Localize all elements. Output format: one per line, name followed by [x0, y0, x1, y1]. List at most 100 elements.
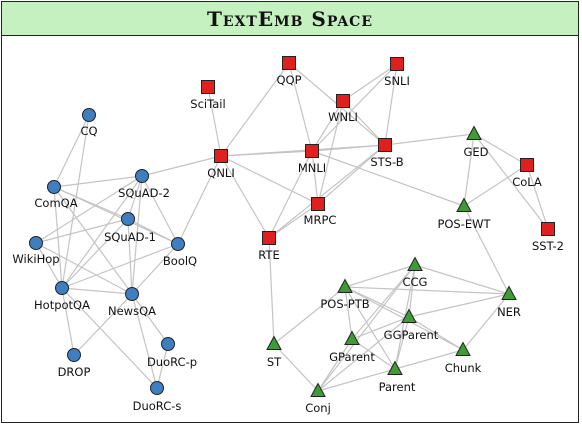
node-layer: CQComQASQuAD-2SQuAD-1BoolQWikiHopHotpotQ… — [12, 56, 564, 415]
edge-mnli-rte — [268, 150, 313, 239]
node-label: ComQA — [34, 196, 77, 210]
triangle-marker — [337, 278, 353, 293]
edge-squad-2-newsqa — [131, 175, 143, 295]
edge-mnli-mrpc — [311, 150, 319, 205]
node-label: DROP — [58, 365, 91, 379]
node-hotpotqa: HotpotQA — [34, 281, 90, 312]
edge-snli-mnli — [311, 63, 398, 152]
node-label: STS-B — [370, 155, 403, 169]
edge-st-conj — [273, 343, 319, 392]
edge-newsqa-duorc-s — [131, 293, 158, 389]
square-marker — [336, 94, 350, 108]
triangle-marker — [501, 285, 517, 300]
square-marker — [520, 158, 534, 172]
edge-parent-chunk — [394, 349, 464, 370]
edge-pos-ptb-ggparent — [344, 286, 410, 318]
edge-cola-sst-2 — [526, 164, 549, 230]
edge-squad-1-boolq — [127, 218, 179, 245]
node-drop: DROP — [58, 348, 91, 379]
edge-sts-b-rte — [268, 144, 386, 239]
square-marker — [262, 231, 276, 245]
edge-ggparent-gparent — [351, 316, 410, 340]
square-marker — [201, 80, 215, 94]
edge-boolq-newsqa — [131, 243, 179, 295]
edge-ggparent-chunk — [408, 316, 464, 351]
square-marker — [378, 138, 392, 152]
edge-ggparent-parent — [394, 316, 410, 370]
edge-wnli-mrpc — [317, 100, 344, 205]
edge-ner-ggparent — [408, 293, 510, 318]
edge-squad-1-hotpotqa — [61, 218, 129, 289]
node-mrpc: MRPC — [304, 197, 336, 227]
node-label: Conj — [305, 401, 331, 415]
edge-parent-conj — [317, 368, 396, 392]
node-label: SQuAD-2 — [118, 186, 170, 200]
square-marker — [390, 57, 404, 71]
node-label: QQP — [276, 73, 301, 87]
node-sts-b: STS-B — [370, 138, 404, 169]
edge-ccg-ggparent — [408, 264, 416, 318]
node-label: NER — [497, 305, 521, 319]
node-gparent: GParent — [329, 330, 375, 364]
node-label: GParent — [329, 350, 375, 364]
node-label: GGParent — [384, 328, 439, 342]
node-mnli: MNLI — [298, 144, 326, 175]
edge-wikihop-newsqa — [35, 242, 133, 295]
edge-mnli-sts-b — [311, 144, 386, 152]
node-label: SQuAD-1 — [104, 230, 156, 244]
edge-duorc-p-duorc-s — [156, 343, 169, 389]
node-qnli: QNLI — [207, 149, 235, 180]
node-ccg: CCG — [403, 256, 428, 289]
edge-mrpc-rte — [268, 203, 319, 239]
node-label: Chunk — [445, 361, 482, 375]
edge-newsqa-drop — [73, 293, 133, 356]
node-label: Parent — [379, 380, 416, 394]
edge-pos-ewt-ner — [463, 205, 510, 295]
triangle-marker — [344, 330, 360, 345]
edge-scitail-qnli — [207, 86, 222, 157]
triangle-marker — [310, 382, 326, 397]
edge-wnli-mnli — [311, 100, 344, 152]
circle-marker — [161, 337, 175, 351]
edge-cq-comqa — [53, 114, 90, 188]
node-label: QNLI — [207, 166, 234, 180]
edge-hotpotqa-duorc-s — [61, 287, 158, 389]
triangle-marker — [401, 308, 417, 323]
node-parent: Parent — [379, 360, 416, 394]
edge-squad-1-wikihop — [35, 218, 129, 244]
triangle-marker — [456, 197, 472, 212]
triangle-marker — [407, 256, 423, 271]
circle-marker — [121, 212, 135, 226]
edge-qqp-qnli — [220, 62, 290, 157]
edge-cola-pos-ewt — [463, 164, 528, 207]
circle-marker — [29, 236, 43, 250]
node-rte: RTE — [258, 231, 280, 262]
node-label: POS-EWT — [437, 217, 491, 231]
square-marker — [305, 144, 319, 158]
edge-squad-2-qnli — [141, 155, 222, 177]
node-label: POS-PTB — [320, 297, 369, 311]
edge-sts-b-mrpc — [317, 144, 386, 205]
edge-boolq-qnli — [177, 155, 222, 245]
edge-boolq-hotpotqa — [61, 243, 179, 289]
edge-ggparent-conj — [317, 316, 410, 392]
node-boolq: BoolQ — [163, 237, 197, 268]
node-label: DuoRC-p — [147, 355, 197, 369]
node-label: CCG — [403, 275, 428, 289]
edge-ged-sst-2 — [473, 133, 549, 230]
figure-title: TextEmb Space — [207, 6, 373, 31]
node-ged: GED — [463, 125, 489, 159]
node-pos-ewt: POS-EWT — [437, 197, 492, 231]
circle-marker — [55, 281, 69, 295]
node-wnli: WNLI — [328, 94, 358, 124]
edge-qqp-mnli — [288, 62, 313, 152]
square-marker — [541, 222, 555, 236]
node-label: WikiHop — [12, 252, 59, 266]
title-bar: TextEmb Space — [2, 2, 578, 36]
triangle-marker — [266, 335, 282, 350]
edge-wikihop-hotpotqa — [35, 242, 63, 289]
node-label: DuoRC-s — [133, 399, 182, 413]
node-duorc-p: DuoRC-p — [147, 337, 197, 369]
node-scitail: SciTail — [190, 80, 226, 111]
edge-wnli-sts-b — [342, 100, 386, 146]
